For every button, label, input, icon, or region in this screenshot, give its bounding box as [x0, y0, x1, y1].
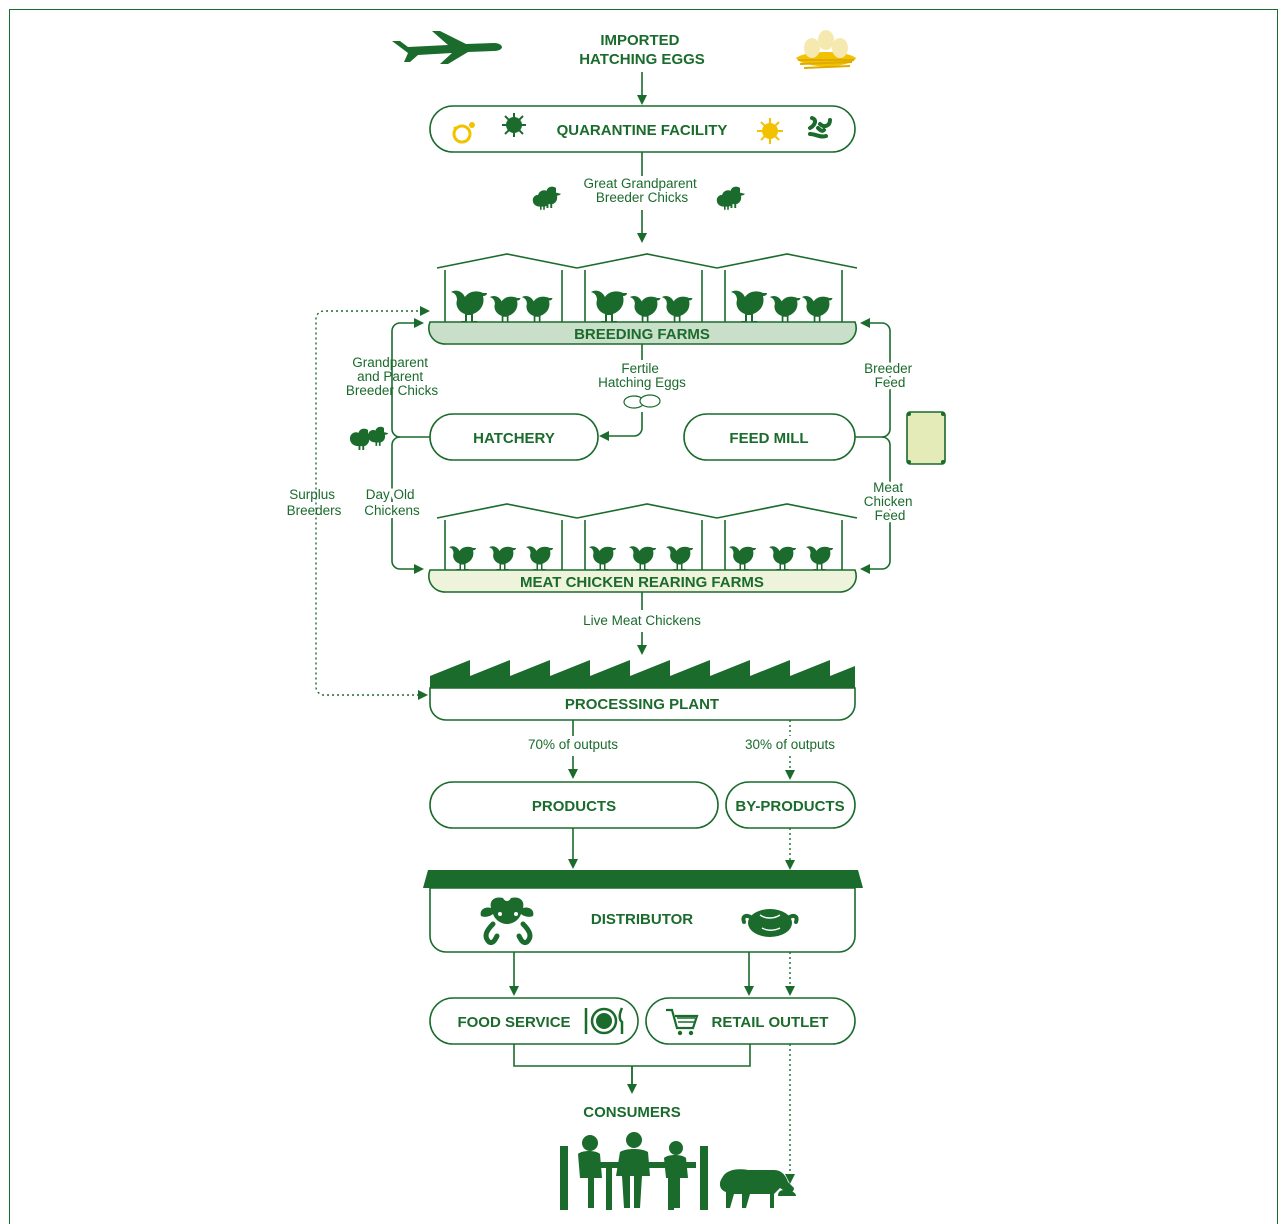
meat-farms-box	[428, 569, 857, 593]
arrowhead-retail-dot	[785, 986, 795, 996]
breeder-feed-label: Breeder Feed	[864, 361, 916, 390]
surplus-top-arrowhead	[420, 306, 430, 316]
quarantine-label: QUARANTINE FACILITY	[557, 122, 728, 139]
plate-icon	[584, 1007, 624, 1035]
chicken-icon	[451, 290, 833, 324]
meat-feed-label: Meat Chicken Feed	[864, 480, 917, 523]
surplus-arrowhead	[418, 690, 428, 700]
imported-eggs-label: IMPORTED HATCHING EGGS	[579, 32, 705, 68]
whole-chicken-icon	[480, 897, 534, 945]
arrow-feed-to-meatfarms	[860, 436, 891, 574]
distributor-box	[429, 887, 856, 953]
family-dining-icon	[560, 1132, 708, 1210]
germ-icon	[452, 122, 475, 144]
arrow-eggs-to-hatchery	[599, 412, 643, 441]
foodservice-label: FOOD SERVICE	[457, 1014, 570, 1031]
products-box	[429, 781, 719, 829]
gp-chicks-label: Grandparent and Parent Breeder Chicks	[346, 355, 439, 398]
arrowhead-distributor-dot	[785, 860, 795, 870]
chick-icon	[367, 426, 389, 446]
factory-roof-icon	[430, 660, 855, 694]
arrowhead-dog	[785, 1174, 795, 1184]
virus-icon	[502, 113, 526, 137]
chicken-icon	[449, 546, 833, 571]
gg-chicks-label: Great Grandparent Breeder Chicks	[583, 176, 700, 205]
roast-chicken-icon	[741, 909, 799, 937]
airplane-icon	[392, 31, 502, 64]
pct30-label: 30% of outputs	[745, 737, 835, 752]
byproducts-label: BY-PRODUCTS	[735, 798, 844, 815]
processing-label: PROCESSING PLANT	[565, 696, 719, 713]
breeding-barns	[436, 253, 858, 322]
sun-virus-icon	[757, 118, 783, 144]
shopping-cart-icon	[666, 1008, 699, 1036]
eggs-icon	[623, 394, 661, 409]
meat-farms-label: MEAT CHICKEN REARING FARMS	[520, 574, 764, 591]
hatchery-box	[429, 413, 599, 461]
fertile-eggs-label: Fertile Hatching Eggs	[598, 361, 686, 390]
surplus-label: Surplus Breeders	[287, 487, 342, 518]
pct70-label: 70% of outputs	[528, 737, 618, 752]
day-old-label: Day Old Chickens	[364, 487, 420, 518]
dog-eating-icon	[719, 1169, 796, 1208]
bacteria-icon	[808, 116, 832, 139]
processing-box	[429, 687, 856, 721]
arrowhead-byproducts	[785, 770, 795, 780]
arrow-hatchery-to-meatfarms	[391, 436, 424, 574]
products-label: PRODUCTS	[532, 798, 616, 815]
breeding-farms-box	[428, 321, 857, 345]
hatchery-label: HATCHERY	[473, 430, 555, 447]
eggs-nest-icon	[796, 30, 856, 69]
meat-farm-barns	[436, 503, 858, 570]
surplus-breeders-line	[315, 310, 428, 696]
breeding-farms-label: BREEDING FARMS	[574, 326, 710, 343]
live-chickens-label: Live Meat Chickens	[583, 613, 701, 628]
consumers-label: CONSUMERS	[583, 1104, 681, 1121]
feedmill-label: FEED MILL	[729, 430, 808, 447]
retail-label: RETAIL OUTLET	[712, 1014, 829, 1031]
distributor-roof	[423, 870, 863, 888]
distributor-label: DISTRIBUTOR	[591, 911, 693, 928]
diagram-frame	[9, 9, 1278, 1224]
feed-bag-icon	[906, 411, 946, 465]
